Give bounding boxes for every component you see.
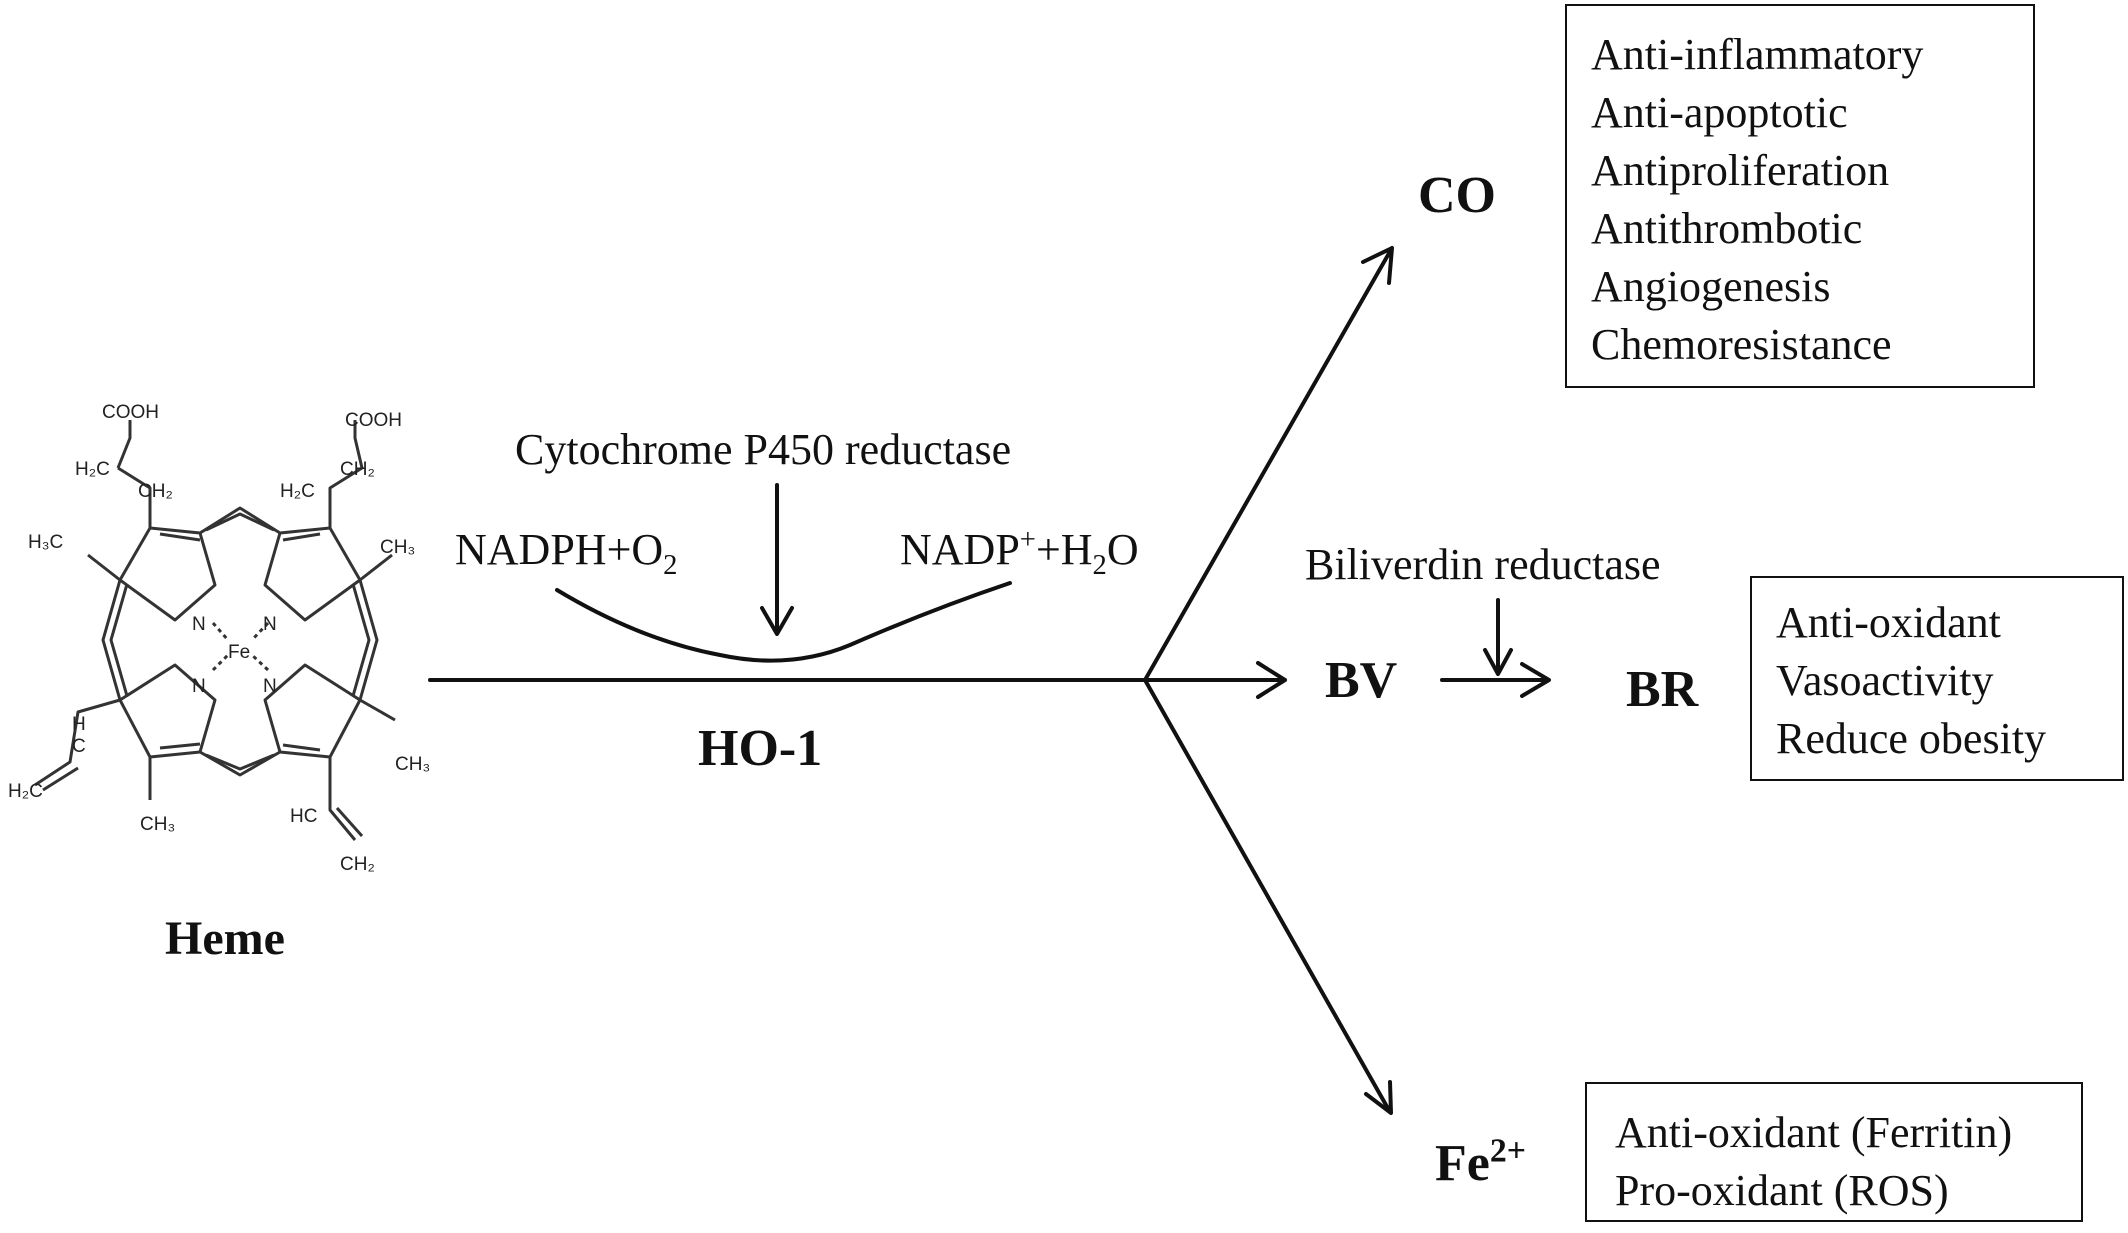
br-effect-item: Anti-oxidant: [1776, 598, 2001, 647]
nadp-sup: +: [1019, 524, 1036, 556]
cofactor-curve: [555, 581, 1012, 663]
cooh-right-label: COOH: [345, 410, 402, 431]
fe-main: Fe: [1435, 1135, 1490, 1192]
bv-label: BV: [1325, 652, 1398, 709]
br-label: BR: [1626, 661, 1699, 718]
ch2-bottom-right-label: CH₂: [340, 854, 375, 875]
fe-effects-box: Anti-oxidant (Ferritin) Pro-oxidant (ROS…: [1585, 1082, 2083, 1222]
co-effect-item: Antiproliferation: [1591, 146, 1890, 195]
c-left-label: C: [72, 736, 86, 757]
h2c-left-label: H₂C: [75, 459, 110, 480]
ch3-bottom-left-label: CH₃: [140, 814, 175, 835]
biliverdin-reductase-arrow: [1483, 598, 1513, 676]
arrow-to-co: [1143, 246, 1394, 682]
arrow-to-fe: [1143, 678, 1393, 1115]
nadph-sub: 2: [663, 549, 678, 581]
co-effect-item: Anti-inflammatory: [1591, 30, 1924, 79]
ch3-top-right-label: CH₃: [380, 537, 415, 558]
h3c-top-left-label: H₃C: [28, 532, 63, 553]
nadph-main: NADPH+O: [455, 525, 664, 574]
n4-atom-label: N: [263, 676, 277, 697]
br-effect-item: Vasoactivity: [1776, 656, 1994, 705]
biliverdin-reductase-label: Biliverdin reductase: [1305, 540, 1661, 589]
cytochrome-label: Cytochrome P450 reductase: [515, 425, 1012, 474]
heme-label: Heme: [165, 912, 285, 965]
co-effect-item: Antithrombotic: [1591, 204, 1863, 253]
arrow-to-bv: [1143, 661, 1287, 699]
cytochrome-arrow: [760, 483, 794, 636]
n3-atom-label: N: [192, 676, 206, 697]
nadp-label: NADP++H2O: [900, 525, 1139, 580]
nadp-sub: 2: [1092, 549, 1107, 581]
nadp-main: NADP: [900, 525, 1020, 574]
h2c-right-label: H₂C: [280, 481, 315, 502]
hc-bottom-right-label: HC: [290, 806, 317, 827]
nadp-mid: +H: [1035, 525, 1093, 574]
h2c-bottom-left-label: H₂C: [8, 781, 43, 802]
fe-effect-item: Pro-oxidant (ROS): [1615, 1166, 1949, 1215]
enzyme-label: HO-1: [698, 720, 823, 777]
br-effects-box: Anti-oxidant Vasoactivity Reduce obesity: [1750, 576, 2124, 781]
co-effects-box: Anti-inflammatory Anti-apoptotic Antipro…: [1565, 4, 2035, 388]
arrow-bv-to-br: [1440, 662, 1551, 698]
ch2-left-label: CH₂: [138, 481, 173, 502]
fe-atom-label: Fe: [228, 642, 250, 663]
br-effect-item: Reduce obesity: [1776, 714, 2047, 763]
fe-effect-item: Anti-oxidant (Ferritin): [1615, 1108, 2013, 1157]
h-left-label: H: [72, 714, 86, 735]
co-effect-item: Anti-apoptotic: [1591, 88, 1848, 137]
cooh-left-label: COOH: [102, 402, 159, 423]
nadp-end: O: [1106, 525, 1139, 574]
n2-atom-label: N: [263, 614, 277, 635]
ch2-right-label: CH₂: [340, 459, 375, 480]
co-label: CO: [1418, 167, 1496, 224]
co-effect-item: Chemoresistance: [1591, 320, 1892, 369]
co-effect-item: Angiogenesis: [1591, 262, 1831, 311]
ch3-bottom-right-label: CH₃: [395, 754, 430, 775]
fe-label: Fe2+: [1435, 1134, 1526, 1192]
fe-sup: 2+: [1489, 1132, 1527, 1170]
n1-atom-label: N: [192, 614, 206, 635]
nadph-label: NADPH+O2: [455, 525, 677, 580]
